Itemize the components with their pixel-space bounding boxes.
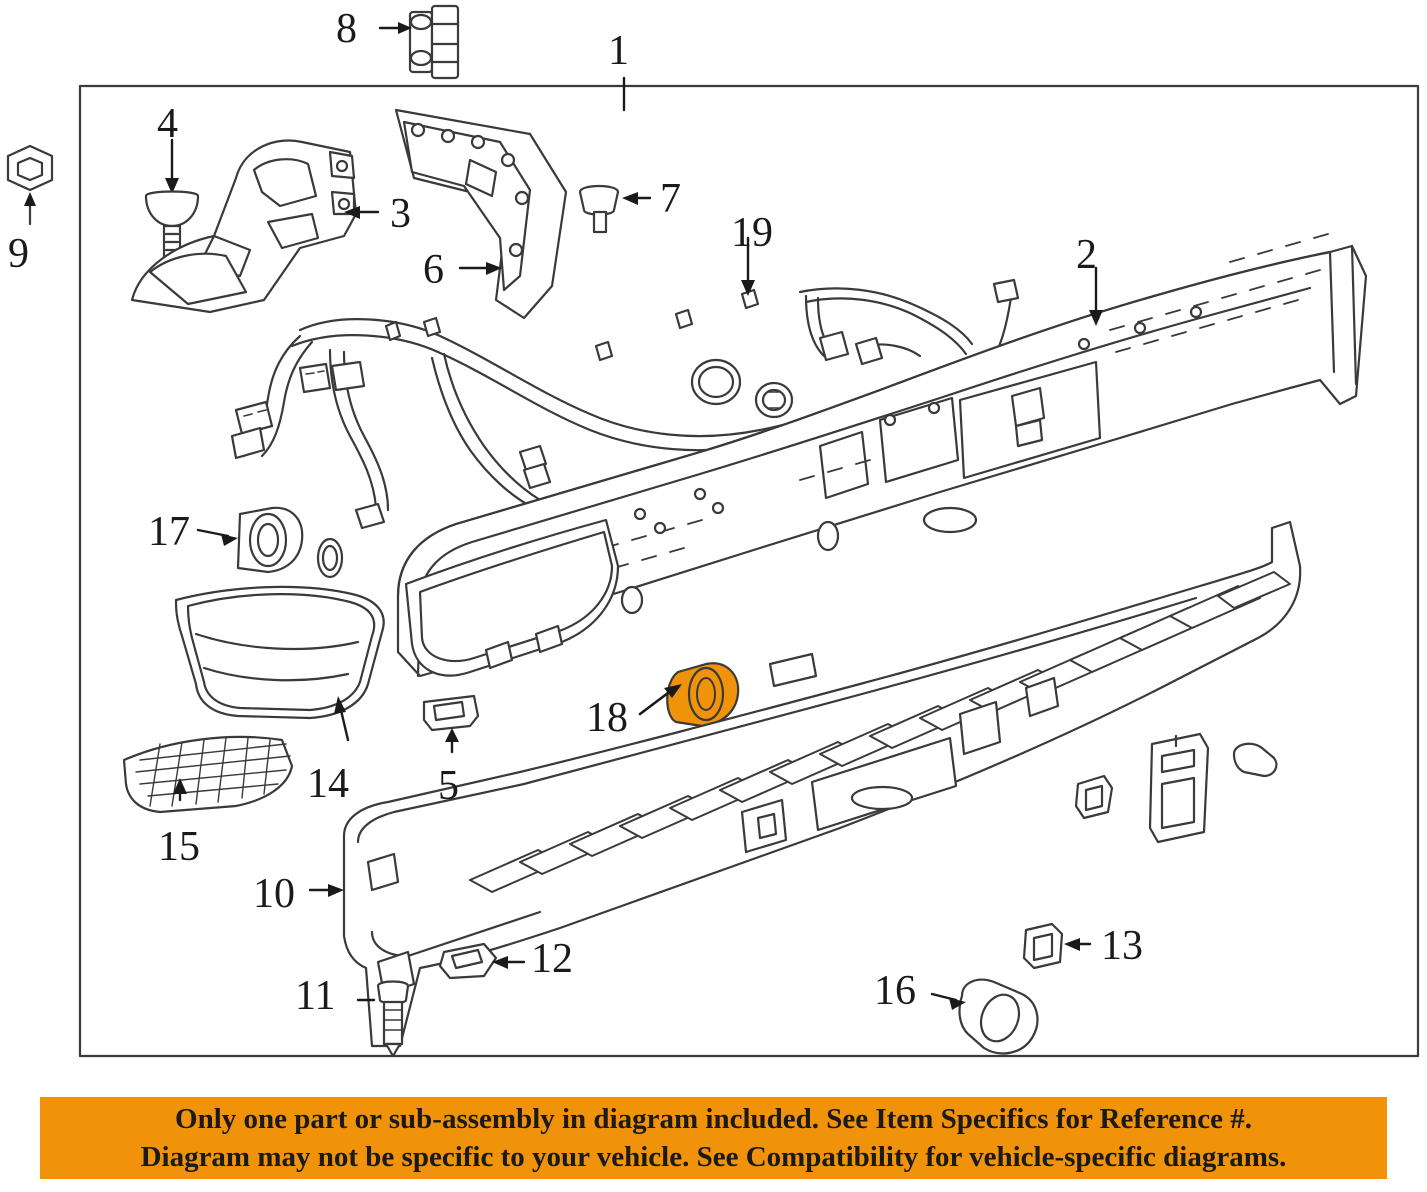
- disclaimer-line-2: Diagram may not be specific to your vehi…: [140, 1141, 1287, 1173]
- callout-15: 15: [158, 824, 200, 870]
- callout-11: 11: [295, 973, 336, 1019]
- callout-6: 6: [423, 247, 444, 293]
- part-17-sensor: [196, 506, 344, 579]
- part-12-clip: [438, 942, 526, 980]
- callout-8: 8: [336, 6, 357, 52]
- callout-4: 4: [157, 101, 178, 147]
- callout-1: 1: [608, 28, 629, 74]
- part-5-clip: [422, 694, 480, 754]
- part-3-bracket: [130, 139, 380, 314]
- callout-19: 19: [731, 210, 773, 256]
- callout-17: 17: [148, 509, 190, 555]
- part-19-wiring-harness: [230, 236, 1020, 530]
- disclaimer-banner: Only one part or sub-assembly in diagram…: [40, 1097, 1387, 1179]
- callout-7: 7: [660, 176, 681, 222]
- callout-10: 10: [253, 871, 295, 917]
- bumper-mount-tab: [768, 652, 818, 688]
- callout-16: 16: [874, 968, 916, 1014]
- callout-5: 5: [438, 763, 459, 809]
- callout-12: 12: [531, 936, 573, 982]
- disclaimer-line-1: Only one part or sub-assembly in diagram…: [175, 1102, 1252, 1135]
- part-4-bolt: [144, 138, 200, 262]
- part-6-bracket: [394, 108, 568, 320]
- callout-13: 13: [1101, 923, 1143, 969]
- callout-14: 14: [307, 761, 349, 807]
- part-8-bolt: [378, 4, 460, 80]
- misc-small-parts: [1074, 732, 1278, 844]
- part-18-sensor-highlighted: [638, 662, 740, 728]
- part-7-bolt: [578, 184, 652, 234]
- part-13-clip: [1022, 922, 1092, 970]
- part-9-nut: [6, 144, 54, 226]
- bumper-sensor-holes: [690, 358, 794, 419]
- part-14-step-pad: [174, 585, 385, 742]
- part-10-rear-step: [308, 520, 1302, 1048]
- callout-18: 18: [586, 695, 628, 741]
- part-2-bumper: [396, 233, 1368, 678]
- callout-9: 9: [8, 231, 29, 277]
- part-15-mesh-pad: [122, 735, 294, 814]
- callout-2: 2: [1076, 232, 1097, 278]
- callout-3: 3: [390, 191, 411, 237]
- part-11-bolt: [356, 980, 410, 1058]
- part-16-pad: [930, 978, 1039, 1055]
